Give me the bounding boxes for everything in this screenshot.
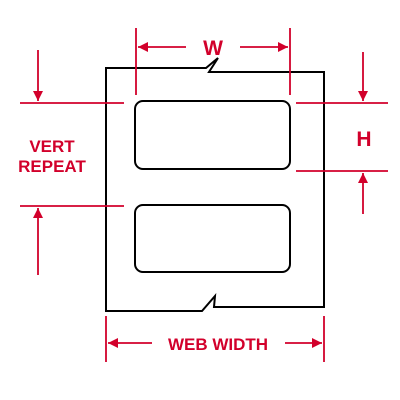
height-label: H <box>356 128 371 151</box>
label-bottom <box>134 204 291 273</box>
dimension-lines <box>20 28 388 362</box>
vert-repeat-label-line2: REPEAT <box>18 157 86 176</box>
web-width-label: WEB WIDTH <box>168 335 268 354</box>
vert-repeat-label-line1: VERT <box>29 137 75 156</box>
width-label: W <box>203 37 223 60</box>
web-liner-outline <box>105 57 325 312</box>
label-top <box>134 100 291 170</box>
